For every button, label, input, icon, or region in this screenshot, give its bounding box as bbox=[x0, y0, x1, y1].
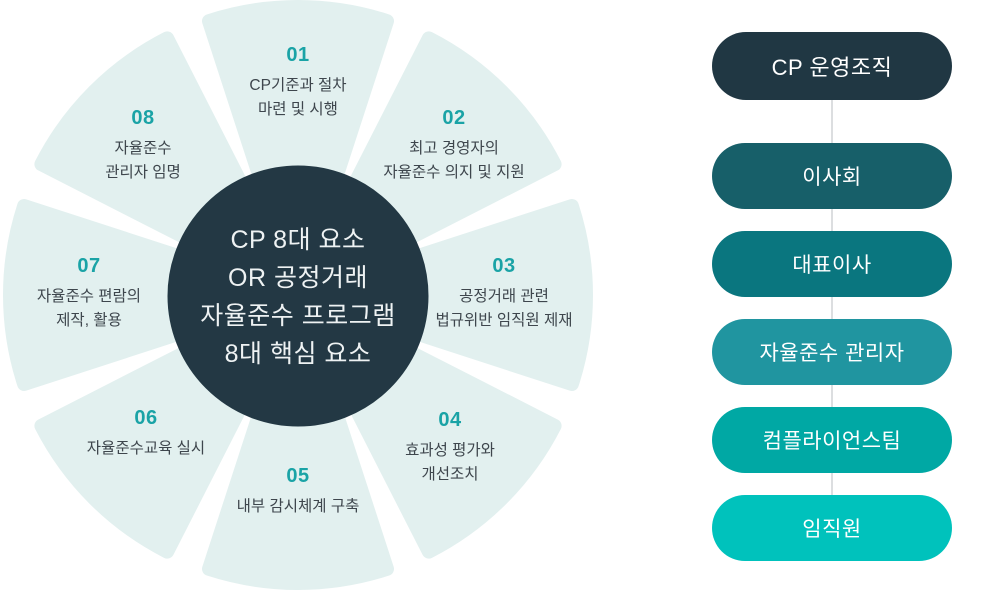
petal-label-06: 06 자율준수교육 실시 bbox=[51, 407, 241, 461]
petal-07-text-line2: 제작, 활용 bbox=[56, 312, 122, 329]
petal-label-05: 05 내부 감시체계 구축 bbox=[203, 465, 393, 519]
cp-8-elements-diagram: 01 CP기준과 절차 마련 및 시행 02 최고 경영자의 자율준수 의지 및… bbox=[0, 0, 599, 590]
petal-07-number: 07 bbox=[77, 255, 101, 277]
center-circle bbox=[167, 165, 429, 427]
petal-08-text-line2: 관리자 임명 bbox=[105, 164, 181, 181]
petal-label-04: 04 효과성 평가와 개선조치 bbox=[355, 409, 545, 487]
petal-label-02: 02 최고 경영자의 자율준수 의지 및 지원 bbox=[359, 107, 549, 185]
petal-05-number: 05 bbox=[286, 465, 310, 487]
org-connector-line bbox=[831, 66, 833, 528]
petal-03-text-line2: 법규위반 임직원 제재 bbox=[435, 312, 573, 329]
petal-01-text-line2: 마련 및 시행 bbox=[258, 101, 338, 118]
center-title-line3: 자율준수 프로그램 bbox=[200, 302, 396, 330]
petal-04-text-line1: 효과성 평가와 bbox=[405, 442, 495, 459]
petal-06-text-line1: 자율준수교육 실시 bbox=[86, 440, 206, 457]
petal-07-text-line1: 자율준수 편람의 bbox=[36, 288, 142, 305]
petal-02-text-line2: 자율준수 의지 및 지원 bbox=[383, 164, 525, 181]
center-title-line1: CP 8대 요소 bbox=[230, 226, 366, 254]
org-box-compliance-team: 컴플라이언스팀 bbox=[712, 407, 952, 473]
petal-08-text-line1: 자율준수 bbox=[114, 140, 172, 157]
center-title-line4: 8대 핵심 요소 bbox=[224, 340, 372, 368]
petal-label-01: 01 CP기준과 절차 마련 및 시행 bbox=[203, 44, 393, 122]
org-box-compliance-manager: 자율준수 관리자 bbox=[712, 319, 952, 385]
org-box-employees: 임직원 bbox=[712, 495, 952, 561]
petal-06-number: 06 bbox=[134, 407, 158, 429]
org-box-cp-operating-organization: CP 운영조직 bbox=[712, 32, 952, 100]
flower-shapes bbox=[3, 0, 593, 590]
petal-01-text-line1: CP기준과 절차 bbox=[249, 77, 347, 94]
petal-04-number: 04 bbox=[438, 409, 462, 431]
org-box-ceo: 대표이사 bbox=[712, 231, 952, 297]
petal-label-08: 08 자율준수 관리자 임명 bbox=[48, 107, 238, 185]
petal-03-number: 03 bbox=[492, 255, 516, 277]
petal-label-07: 07 자율준수 편람의 제작, 활용 bbox=[0, 255, 184, 333]
center-title-line2: OR 공정거래 bbox=[228, 264, 368, 292]
center-title: CP 8대 요소 OR 공정거래 자율준수 프로그램 8대 핵심 요소 bbox=[158, 221, 438, 373]
org-box-board-of-directors: 이사회 bbox=[712, 143, 952, 209]
petal-08-number: 08 bbox=[131, 107, 155, 129]
petal-label-03: 03 공정거래 관련 법규위반 임직원 제재 bbox=[409, 255, 599, 333]
petal-05-text-line1: 내부 감시체계 구축 bbox=[236, 498, 360, 515]
org-chart: CP 운영조직 이사회 대표이사 자율준수 관리자 컴플라이언스팀 임직원 bbox=[712, 0, 952, 592]
petal-02-number: 02 bbox=[442, 107, 466, 129]
petal-02-text-line1: 최고 경영자의 bbox=[409, 140, 499, 157]
petal-04-text-line2: 개선조치 bbox=[421, 466, 479, 483]
petal-03-text-line1: 공정거래 관련 bbox=[459, 288, 549, 305]
petal-01-number: 01 bbox=[286, 44, 310, 66]
